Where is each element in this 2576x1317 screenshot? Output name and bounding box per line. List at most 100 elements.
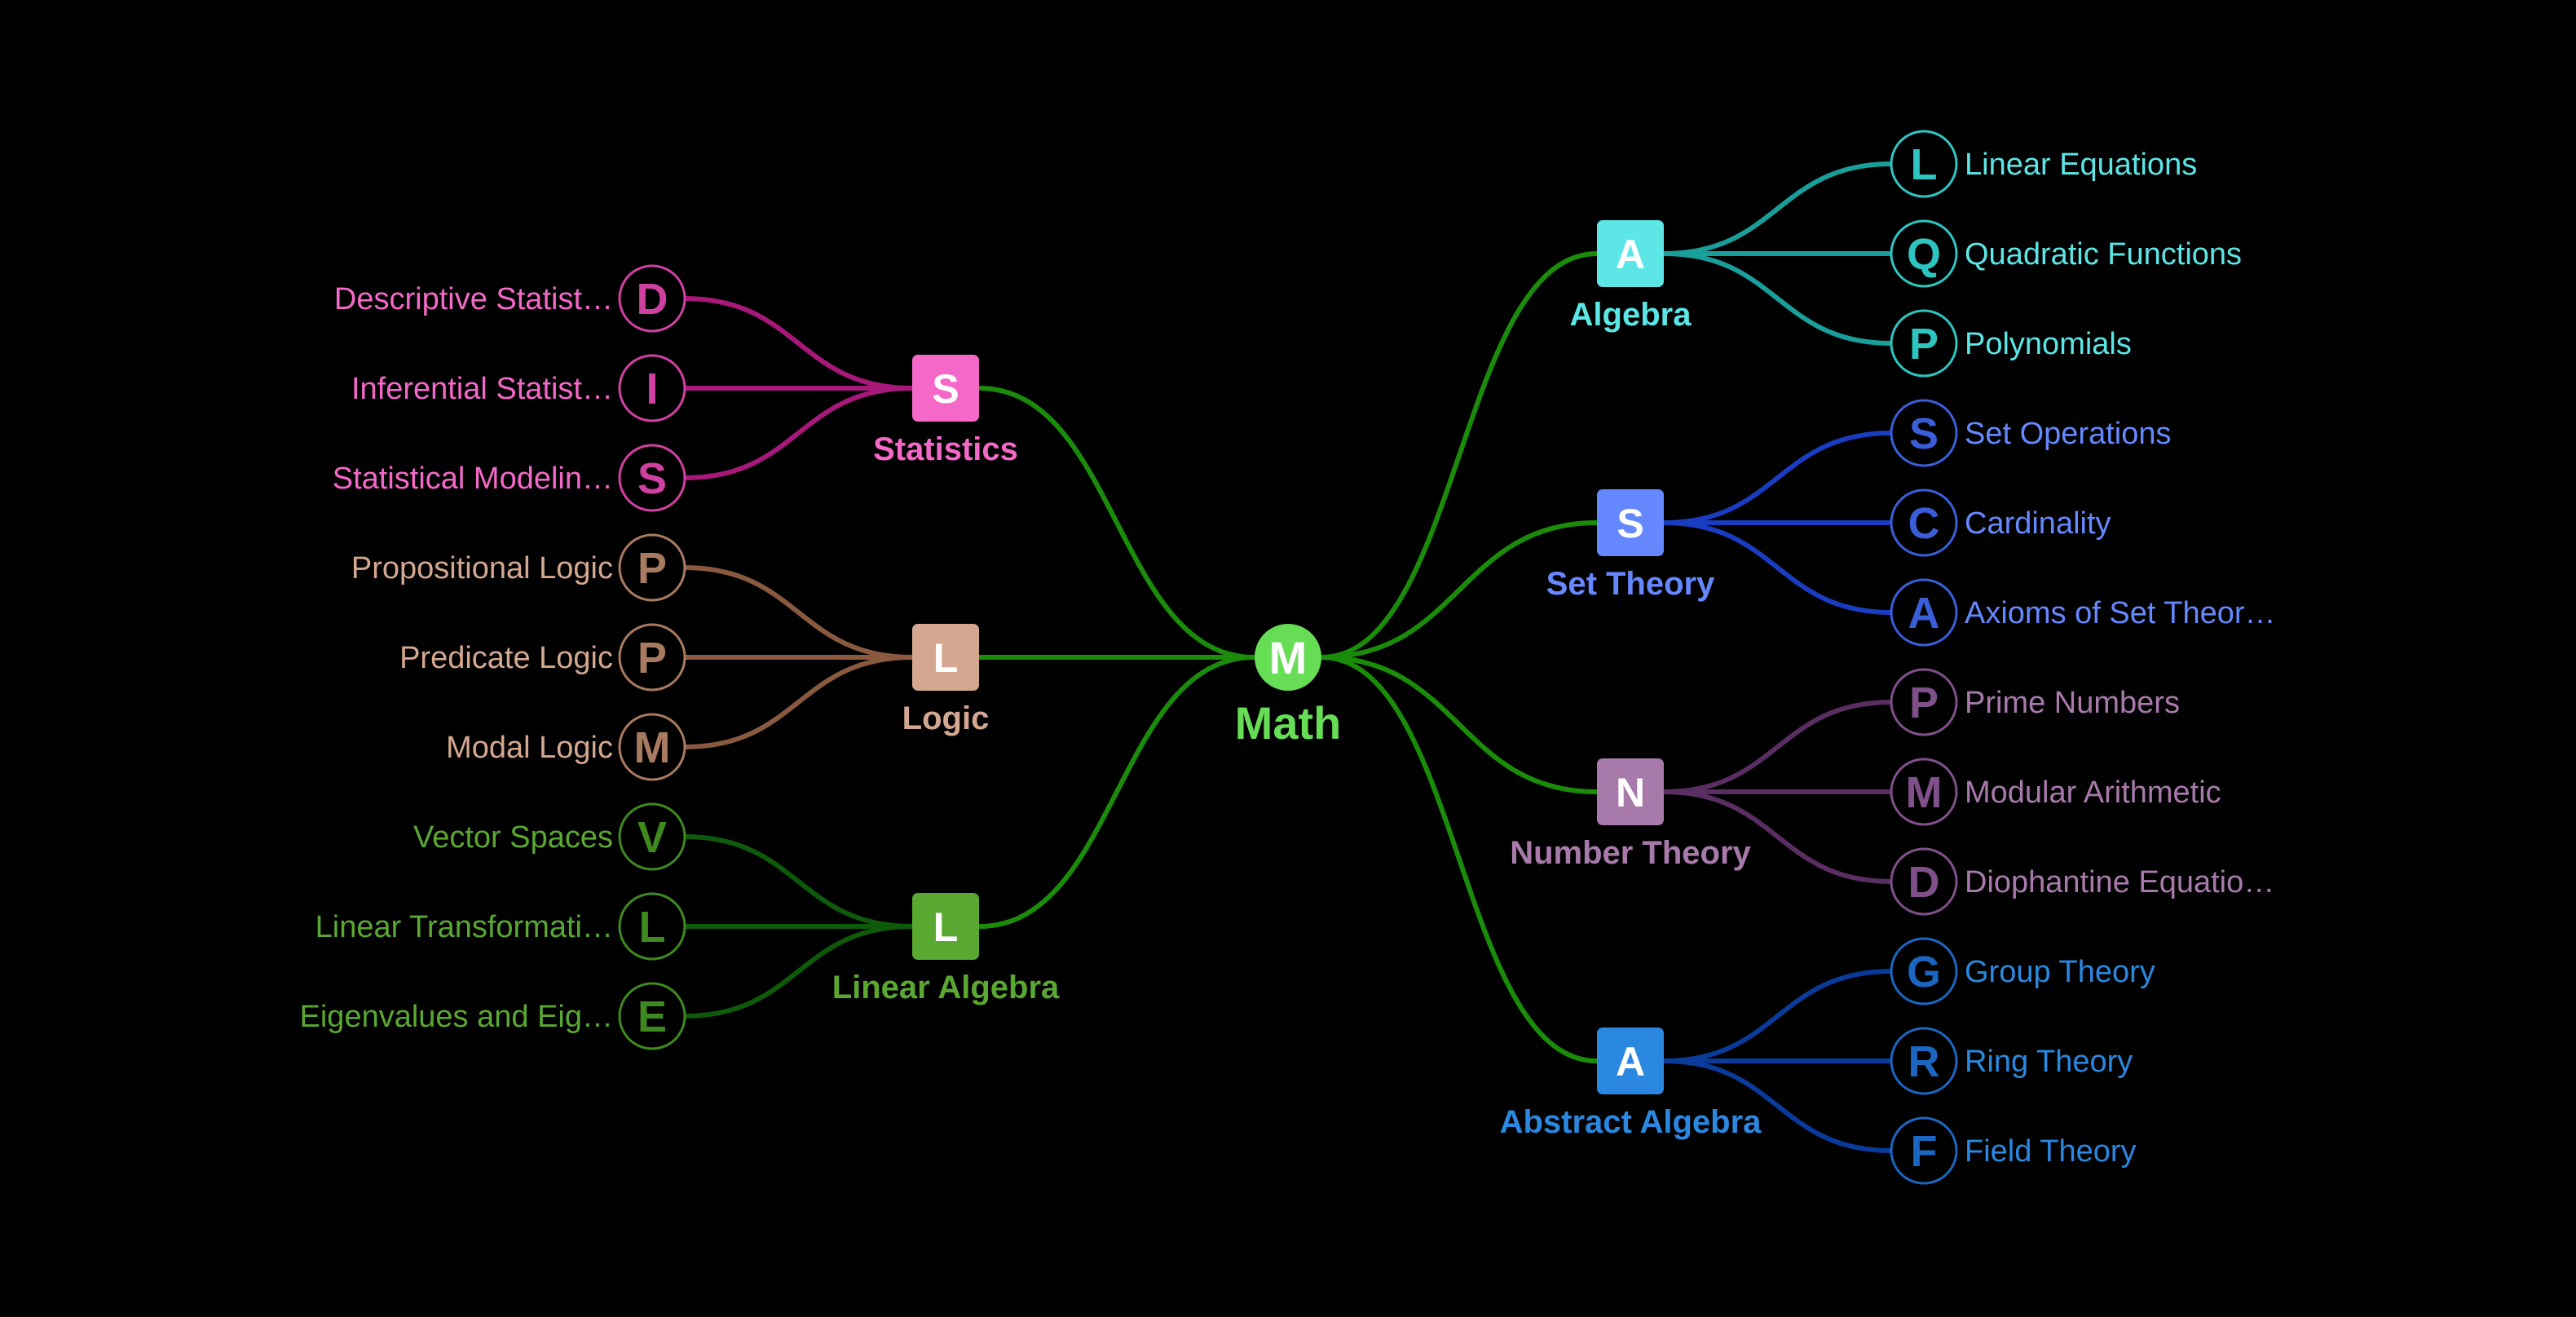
leaf-label[interactable]: Inferential Statist…	[351, 372, 613, 406]
branch-label[interactable]: Logic	[902, 700, 990, 736]
leaf-letter-icon: L	[1911, 140, 1938, 189]
leaf-label[interactable]: Modal Logic	[446, 731, 613, 765]
root-node[interactable]: M Math	[1235, 624, 1342, 749]
leaf-node[interactable]: P Prime Numbers	[1890, 668, 2180, 736]
branch-label[interactable]: Set Theory	[1546, 566, 1715, 602]
leaf-node[interactable]: Q Quadratic Functions	[1890, 219, 2242, 288]
branch-letter-icon: N	[1616, 770, 1645, 815]
branch-label[interactable]: Algebra	[1570, 297, 1692, 333]
leaf-label[interactable]: Set Operations	[1965, 417, 2171, 451]
leaf-circle[interactable]	[1890, 309, 1958, 378]
leaf-circle[interactable]	[618, 982, 686, 1050]
branch-box[interactable]	[912, 624, 979, 691]
branch-box[interactable]	[912, 355, 979, 422]
leaf-label[interactable]: Quadratic Functions	[1965, 237, 2242, 272]
leaf-label[interactable]: Cardinality	[1965, 506, 2111, 541]
leaf-circle[interactable]	[618, 533, 686, 602]
leaf-circle[interactable]	[618, 264, 686, 333]
leaf-label[interactable]: Descriptive Statist…	[334, 282, 613, 316]
leaf-circle[interactable]	[1890, 399, 1958, 467]
branch-label[interactable]: Abstract Algebra	[1500, 1104, 1762, 1140]
leaf-circle[interactable]	[618, 713, 686, 781]
leaf-circle[interactable]	[1890, 488, 1958, 557]
leaf-circle[interactable]	[1890, 219, 1958, 288]
leaf-circle[interactable]	[1890, 937, 1958, 1005]
branch-box[interactable]	[1597, 1028, 1664, 1094]
leaf-node[interactable]: L Linear Equations	[1890, 130, 2197, 198]
leaf-circle[interactable]	[1890, 668, 1958, 736]
leaf-label[interactable]: Field Theory	[1965, 1134, 2137, 1169]
leaf-label[interactable]: Linear Transformati…	[315, 910, 613, 944]
leaf-circle[interactable]	[618, 892, 686, 961]
leaf-node[interactable]: R Ring Theory	[1890, 1027, 2133, 1095]
branch-node[interactable]: N Number Theory	[1510, 758, 1752, 871]
leaf-circle[interactable]	[1890, 1116, 1958, 1185]
leaf-label[interactable]: Diophantine Equatio…	[1965, 865, 2274, 899]
leaf-circle[interactable]	[1890, 130, 1958, 198]
leaf-label[interactable]: Statistical Modelin…	[333, 462, 613, 496]
branch-box[interactable]	[912, 893, 979, 960]
leaf-circle[interactable]	[618, 802, 686, 871]
leaf-label[interactable]: Axioms of Set Theor…	[1965, 596, 2276, 630]
branch-box[interactable]	[1597, 758, 1664, 825]
leaf-letter-icon: Q	[1907, 230, 1941, 279]
leaf-label[interactable]: Modular Arithmetic	[1965, 776, 2221, 810]
branch-box[interactable]	[1597, 220, 1664, 287]
leaf-circle[interactable]	[618, 444, 686, 512]
branch-box[interactable]	[1597, 489, 1664, 556]
leaf-label[interactable]: Ring Theory	[1965, 1045, 2133, 1079]
leaf-label[interactable]: Eigenvalues and Eig…	[300, 1000, 613, 1034]
root-letter-icon: M	[1269, 632, 1308, 683]
leaf-label[interactable]: Propositional Logic	[351, 551, 613, 586]
root-circle[interactable]	[1255, 624, 1321, 691]
leaf-label[interactable]: Linear Equations	[1965, 148, 2197, 182]
leaf-label[interactable]: Vector Spaces	[413, 820, 613, 855]
leaf-label[interactable]: Group Theory	[1965, 955, 2155, 989]
leaf-label[interactable]: Polynomials	[1965, 327, 2132, 361]
leaf-circle[interactable]	[618, 623, 686, 692]
edge-branch-to-leaf	[684, 296, 913, 391]
leaf-circle[interactable]	[1890, 1027, 1958, 1095]
edge-branch-to-leaf	[1663, 520, 1892, 615]
leaf-circle[interactable]	[1890, 758, 1958, 826]
edge-branch-to-leaf	[1663, 1058, 1892, 1153]
leaf-label[interactable]: Predicate Logic	[399, 641, 613, 675]
root-label[interactable]: Math	[1235, 697, 1342, 749]
branch-label[interactable]: Statistics	[873, 431, 1018, 467]
leaf-letter-icon: R	[1908, 1037, 1940, 1086]
leaf-circle[interactable]	[1890, 578, 1958, 647]
leaf-label[interactable]: Prime Numbers	[1965, 686, 2180, 720]
leaf-letter-icon: P	[1909, 678, 1939, 727]
branch-label[interactable]: Linear Algebra	[832, 970, 1060, 1005]
edge-branch-to-leaf	[1663, 251, 1892, 346]
leaf-circle[interactable]	[1890, 847, 1958, 916]
leaf-circle[interactable]	[618, 354, 686, 422]
branch-label[interactable]: Number Theory	[1510, 835, 1751, 871]
